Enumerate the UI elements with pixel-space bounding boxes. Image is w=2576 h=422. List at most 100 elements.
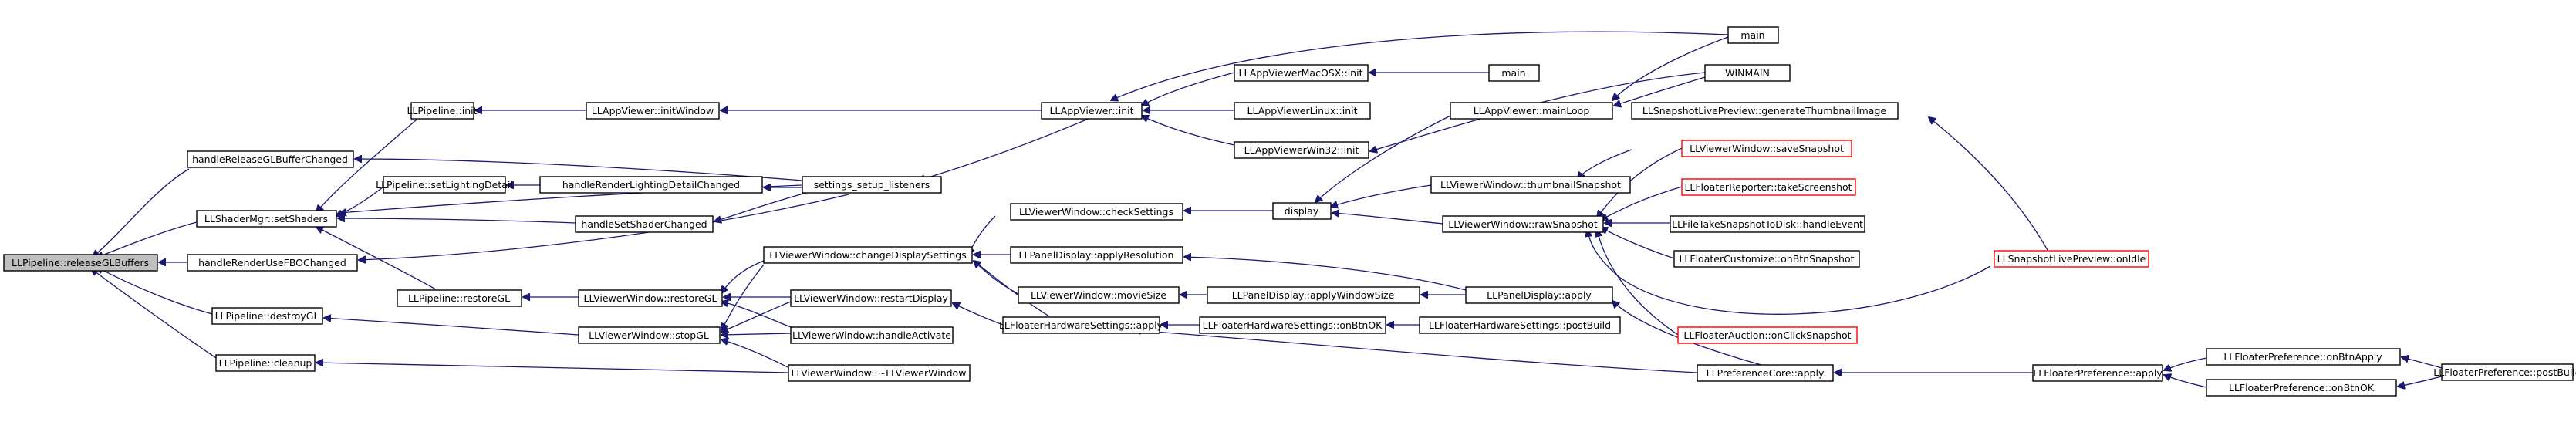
node-setShaders[interactable]: LLShaderMgr::setShaders	[196, 210, 337, 228]
node-linuxInit[interactable]: LLAppViewerLinux::init	[1234, 102, 1371, 120]
node-label: LLSnapshotLivePreview::onIdle	[1997, 253, 2146, 265]
node-label: main	[1740, 29, 1764, 41]
node-pipelineInit[interactable]: LLPipeline::init	[407, 102, 478, 120]
edge-macInit-appViewerInit	[1142, 72, 1235, 106]
edge-preferenceCore-panelDisplayApply	[1612, 301, 1767, 367]
node-label: main	[1501, 67, 1525, 79]
edge-pipelineInit-setShaders	[316, 119, 417, 212]
node-applyResolution[interactable]: LLPanelDisplay::applyResolution	[1010, 246, 1183, 264]
node-setLightingDetail[interactable]: LLPipeline::setLightingDetail	[376, 176, 513, 194]
node-label: LLFloaterCustomize::onBtnSnapshot	[1679, 253, 1854, 265]
node-hardwarePostBuild[interactable]: LLFloaterHardwareSettings::postBuild	[1419, 316, 1621, 334]
edge-setShaders-releaseGLBuffers	[96, 221, 198, 258]
node-customizeOnBtnSnapshot[interactable]: LLFloaterCustomize::onBtnSnapshot	[1673, 250, 1860, 268]
node-label: LLViewerWindow::checkSettings	[1019, 206, 1173, 218]
edge-handleSetShaderChanged-setShaders	[338, 218, 576, 224]
node-takeScreenshot[interactable]: LLFloaterReporter::takeScreenshot	[1681, 178, 1856, 196]
node-handleActivate[interactable]: LLViewerWindow::handleActivate	[790, 326, 954, 344]
node-label: LLFloaterPreference::apply	[2033, 367, 2162, 379]
edge-stopGL-destroyGL	[324, 318, 579, 336]
edge-hardwareApply-restartDisplay	[953, 303, 1004, 326]
edge-onIdle-generate	[1929, 117, 2053, 259]
node-label: LLAppViewerLinux::init	[1247, 105, 1358, 116]
node-hardwareApply[interactable]: LLFloaterHardwareSettings::apply	[999, 316, 1163, 334]
node-label: LLFloaterReporter::takeScreenshot	[1684, 181, 1852, 193]
node-label: LLPreferenceCore::apply	[1707, 367, 1825, 379]
node-movieSize[interactable]: LLViewerWindow::movieSize	[1018, 286, 1180, 304]
node-prefOnBtnOK[interactable]: LLFloaterPreference::onBtnOK	[2206, 379, 2397, 397]
node-rawSnapshot[interactable]: LLViewerWindow::rawSnapshot	[1442, 215, 1604, 233]
node-cleanup[interactable]: LLPipeline::cleanup	[215, 354, 316, 372]
node-label: LLAppViewer::init	[1049, 105, 1133, 116]
node-settingsSetupListeners[interactable]: settings_setup_listeners	[802, 176, 942, 194]
node-restoreGL[interactable]: LLPipeline::restoreGL	[397, 289, 522, 307]
node-auctionOnClickSnapshot[interactable]: LLFloaterAuction::onClickSnapshot	[1677, 326, 1858, 344]
node-floaterPreferenceApply[interactable]: LLFloaterPreference::apply	[2032, 364, 2163, 382]
node-checkSettings[interactable]: LLViewerWindow::checkSettings	[1010, 203, 1183, 221]
edge-rawSnapshot-display	[1332, 213, 1443, 225]
node-label: display	[1285, 205, 1319, 217]
node-onIdle[interactable]: LLSnapshotLivePreview::onIdle	[1994, 250, 2149, 268]
node-label: LLPipeline::releaseGLBuffers	[12, 257, 149, 268]
node-label: LLAppViewerMacOSX::init	[1239, 67, 1363, 79]
node-stopGL[interactable]: LLViewerWindow::stopGL	[578, 326, 721, 344]
edge-settings-handleSetShaderChanged	[714, 192, 807, 221]
node-label: LLShaderMgr::setShaders	[204, 213, 328, 225]
node-mainLoop[interactable]: LLAppViewer::mainLoop	[1450, 102, 1613, 120]
node-label: LLViewerWindow::restoreGL	[584, 292, 717, 304]
node-handleRenderLightingDetailChanged[interactable]: handleRenderLightingDetailChanged	[539, 176, 763, 194]
node-label: LLFloaterHardwareSettings::apply	[999, 319, 1163, 331]
edge-main1-appViewerInit	[1111, 31, 1729, 100]
edge-settings-handleRenderUseFBOChanged	[359, 194, 849, 260]
node-releaseGLBuffers[interactable]: LLPipeline::releaseGLBuffers	[3, 254, 158, 272]
node-saveSnapshot[interactable]: LLViewerWindow::saveSnapshot	[1681, 140, 1852, 157]
node-main2[interactable]: main	[1488, 64, 1540, 82]
node-label: LLFloaterPreference::onBtnApply	[2223, 351, 2382, 363]
node-label: handleRenderUseFBOChanged	[198, 257, 346, 268]
node-viewerRestoreGL[interactable]: LLViewerWindow::restoreGL	[578, 289, 723, 307]
node-generateThumbnailImage[interactable]: LLSnapshotLivePreview::generateThumbnail…	[1631, 102, 1899, 120]
node-destroyGL[interactable]: LLPipeline::destroyGL	[211, 307, 323, 325]
node-label: LLAppViewer::initWindow	[592, 105, 714, 116]
node-initWindow[interactable]: LLAppViewer::initWindow	[586, 102, 720, 120]
node-label: LLPanelDisplay::applyResolution	[1019, 249, 1174, 261]
node-label: LLViewerWindow::handleActivate	[792, 329, 951, 341]
node-win32Init[interactable]: LLAppViewerWin32::init	[1234, 141, 1369, 159]
node-panelDisplayApply[interactable]: LLPanelDisplay::apply	[1465, 286, 1613, 304]
node-takeSnapshotToDisk[interactable]: LLFileTakeSnapshotToDisk::handleEvent	[1670, 215, 1865, 233]
node-label: LLPanelDisplay::applyWindowSize	[1232, 289, 1395, 301]
node-prefPostBuild[interactable]: LLFloaterPreference::postBuild	[2433, 363, 2576, 381]
node-winmain[interactable]: WINMAIN	[1704, 64, 1791, 82]
node-macInit[interactable]: LLAppViewerMacOSX::init	[1234, 64, 1369, 82]
edge-thumbnail-generate	[1578, 149, 1632, 179]
node-label: LLViewerWindow::~LLViewerWindow	[792, 367, 967, 379]
node-label: LLPipeline::destroyGL	[215, 310, 319, 322]
node-label: LLPanelDisplay::apply	[1487, 289, 1592, 301]
node-label: LLFloaterHardwareSettings::onBtnOK	[1203, 319, 1383, 331]
node-appViewerInit[interactable]: LLAppViewer::init	[1041, 102, 1143, 120]
node-viewerWindowDtor[interactable]: LLViewerWindow::~LLViewerWindow	[788, 364, 971, 382]
node-hardwareOnBtnOK[interactable]: LLFloaterHardwareSettings::onBtnOK	[1199, 316, 1386, 334]
node-onBtnApply[interactable]: LLFloaterPreference::onBtnApply	[2206, 348, 2401, 366]
node-main1[interactable]: main	[1727, 26, 1779, 44]
edge-onBtnApply-floaterPrefApply	[2164, 357, 2207, 370]
node-handleSetShaderChanged[interactable]: handleSetShaderChanged	[575, 215, 714, 233]
node-label: LLViewerWindow::rawSnapshot	[1448, 218, 1598, 230]
node-label: LLPipeline::cleanup	[219, 357, 312, 369]
edge-settings-handleReleaseGLBufferChanged	[355, 159, 803, 181]
node-label: LLViewerWindow::saveSnapshot	[1690, 143, 1844, 154]
node-restartDisplay[interactable]: LLViewerWindow::restartDisplay	[790, 289, 952, 307]
edge-appViewerInit-settings	[918, 115, 1096, 181]
node-handleReleaseGLBufferChanged[interactable]: handleReleaseGLBufferChanged	[187, 150, 354, 168]
edge-win32Init-appViewerInit	[1142, 116, 1235, 146]
node-label: LLPipeline::init	[407, 105, 477, 116]
node-changeDisplaySettings[interactable]: LLViewerWindow::changeDisplaySettings	[763, 246, 973, 264]
node-applyWindowSize[interactable]: LLPanelDisplay::applyWindowSize	[1207, 286, 1420, 304]
edge-hardwareApply-changeDisplay	[974, 261, 1050, 317]
node-thumbnailSnapshot[interactable]: LLViewerWindow::thumbnailSnapshot	[1430, 176, 1631, 194]
node-preferenceCoreApply[interactable]: LLPreferenceCore::apply	[1697, 364, 1834, 382]
node-display[interactable]: display	[1272, 202, 1332, 220]
node-handleRenderUseFBOChanged[interactable]: handleRenderUseFBOChanged	[187, 254, 358, 272]
node-label: LLFloaterAuction::onClickSnapshot	[1683, 329, 1851, 341]
